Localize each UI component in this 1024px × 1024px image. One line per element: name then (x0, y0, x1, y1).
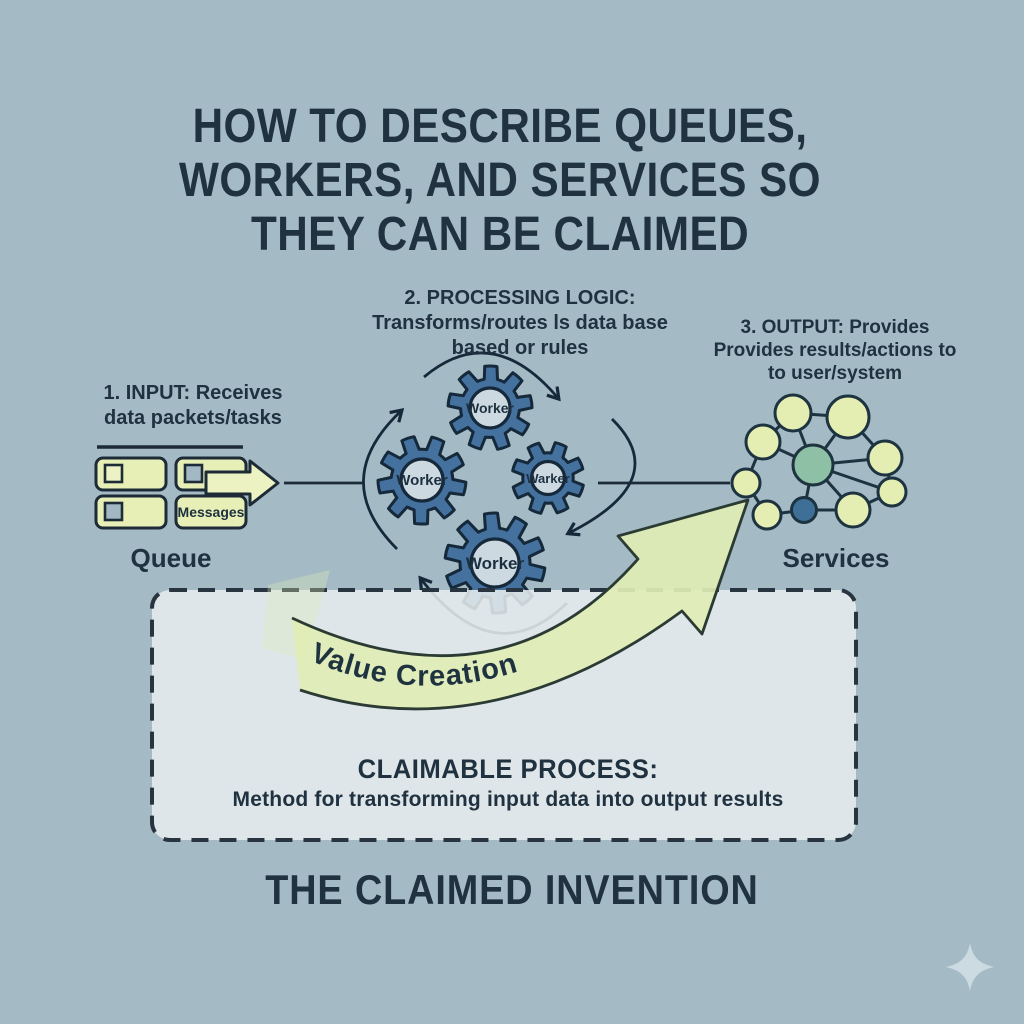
worker-label: Worker (466, 400, 515, 416)
step-input-caption: 1. INPUT: Receives data packets/tasks (88, 381, 298, 431)
service-node (834, 491, 872, 529)
worker-label: Worker (466, 554, 525, 573)
queue-item-messages (174, 494, 248, 530)
step-processing-line: 2. PROCESSING LOGIC: (404, 287, 636, 309)
worker-label: Warker (526, 471, 570, 486)
step-input-line: data packets/tasks (104, 407, 282, 429)
step-input-line: 1. INPUT: Receives (103, 382, 283, 404)
claim-box-border (150, 588, 858, 842)
services-network (730, 393, 908, 531)
step-processing-line: based or rules (451, 337, 589, 359)
service-node (866, 439, 904, 477)
gear-center (529, 459, 567, 497)
service-node (730, 467, 762, 499)
footer-title: THE CLAIMED INVENTION (265, 866, 759, 913)
cycle-arrow-top-icon (423, 351, 558, 398)
service-node (825, 394, 871, 440)
service-hub-node (791, 443, 835, 487)
service-node (751, 499, 783, 531)
step-processing-caption: 2. PROCESSING LOGIC: Transforms/routes l… (360, 286, 680, 361)
queue-output-arrow-icon (204, 459, 280, 507)
page-title: HOW TO DESCRIBE QUEUES, WORKERS, AND SER… (60, 100, 940, 262)
claim-box-heading: CLAIMABLE PROCESS: (357, 754, 659, 784)
claim-box-description: Method for transforming input data into … (232, 788, 784, 811)
service-node (876, 476, 908, 508)
step-output-line: to user/system (767, 363, 903, 384)
step-output-line: 3. OUTPUT: Provides (740, 317, 930, 338)
services-label: Services (782, 543, 890, 573)
queue-item-checkbox (103, 501, 124, 522)
title-line: WORKERS, AND SERVICES SO (179, 154, 821, 207)
gear-center (468, 386, 512, 430)
gear-center (399, 457, 445, 503)
title-line: THEY CAN BE CLAIMED (250, 208, 750, 261)
ribbon-fill (292, 500, 748, 709)
ribbon-outline (291, 498, 750, 711)
service-node (773, 393, 813, 433)
gear-center (469, 537, 521, 589)
cycle-arrow-left-icon (362, 411, 401, 550)
queue-graphic: Messages (94, 445, 280, 530)
queue-item-checkbox (183, 463, 204, 484)
messages-tag: Messages (178, 504, 245, 520)
step-output-line: Provides results/actions to (713, 340, 957, 361)
cycle-arrow-right-icon (569, 418, 637, 533)
sparkle-icon (946, 943, 994, 991)
service-node (744, 423, 782, 461)
ribbon-tail-fade (262, 570, 330, 660)
worker-gears: Worker Worker Warker Worker (376, 364, 585, 615)
title-line: HOW TO DESCRIBE QUEUES, (192, 100, 808, 153)
queue-item-checkbox (103, 463, 124, 484)
service-dark-node (790, 496, 818, 524)
step-output-caption: 3. OUTPUT: Provides Provides results/act… (710, 316, 960, 385)
queue-label: Queue (130, 543, 212, 573)
worker-label: Worker (396, 472, 448, 489)
step-processing-line: Transforms/routes ls data base (372, 312, 668, 334)
